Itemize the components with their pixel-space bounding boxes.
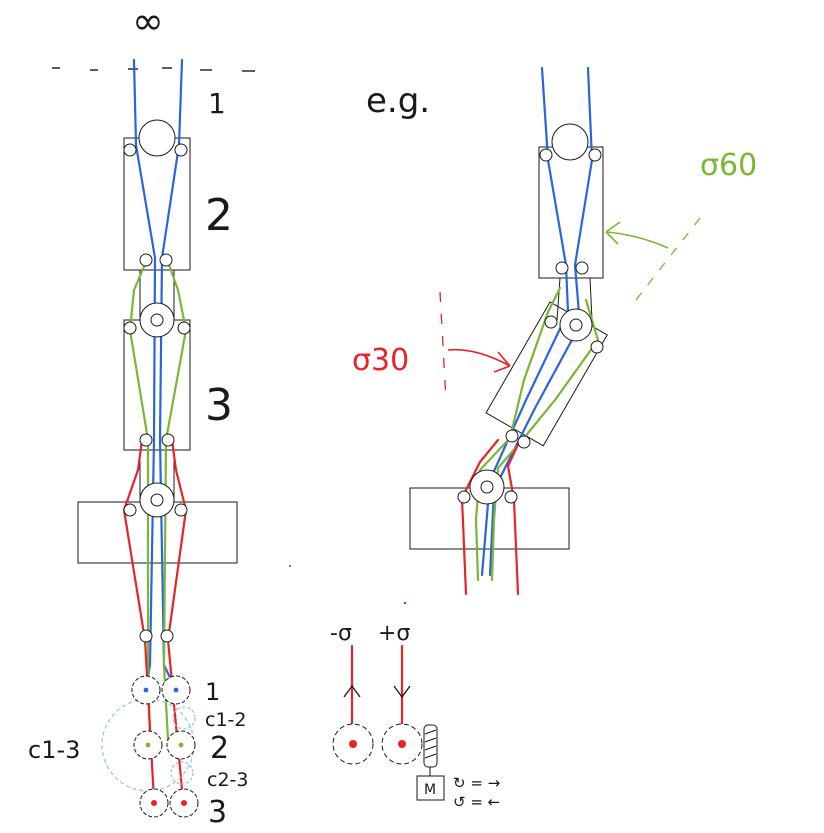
gear-2-right-hub: [178, 742, 184, 748]
link-segment-3: [123, 319, 191, 451]
segment-2-label: 2: [205, 190, 233, 241]
segment-3-label: 3: [205, 380, 233, 431]
joint-2-3-pulley-hub: [150, 313, 164, 327]
example-top-small-right: [588, 148, 602, 162]
blue-tendon-left: [132, 58, 157, 690]
example-base-small-left: [457, 490, 471, 504]
stray-dot-black: [289, 565, 291, 567]
blue-tendon-right: [158, 58, 184, 690]
angle-30-label: σ30: [352, 343, 409, 378]
base-small-left: [123, 503, 137, 517]
motor-box: [416, 775, 445, 801]
joint-3-small-left: [123, 321, 137, 335]
joint-3-small-right: [177, 321, 191, 335]
small-coupling-gear-c1-2: [172, 706, 196, 730]
down-arrow: [393, 685, 411, 699]
example-base-pulley-hub: [480, 480, 494, 494]
coupling-1-3-label: c1-3: [28, 736, 80, 764]
example-connector-left: [556, 277, 561, 321]
angle-30-arrow: [447, 348, 511, 373]
example-top-small-left: [539, 148, 553, 162]
base-small-right: [174, 503, 188, 517]
gear-2-left-hub: [145, 742, 151, 748]
example-top-pulley: [551, 123, 589, 161]
example-joint-lower-left: [544, 315, 558, 329]
minus-sigma-label: -σ: [330, 621, 352, 646]
top-pulley: [138, 119, 176, 157]
dashed-base-line: [52, 67, 255, 72]
small-coupling-gear-c2-3: [170, 761, 194, 785]
link-segment-2: [123, 137, 191, 271]
infinity-symbol: ∞: [132, 0, 164, 43]
angle-60-label: σ60: [700, 148, 757, 183]
example-joint-small-left: [555, 261, 569, 275]
worm-gear-threads: [424, 729, 437, 759]
gear-row-2-label: 2: [210, 731, 229, 766]
gear-1-left-hub: [143, 687, 149, 693]
example-joint-small-right: [575, 261, 589, 275]
guide-small-right: [160, 629, 174, 643]
example-base-small-right: [504, 490, 518, 504]
example-connector-right: [589, 277, 593, 321]
example-link-bottom-left: [505, 429, 519, 443]
rotation-ccw-rule: ↺ = ←: [453, 793, 500, 811]
angle-30-dashed-line: [439, 291, 447, 401]
direction-legend: -σ +σ M ↻ = → ↺ = ←: [289, 565, 500, 811]
up-arrow: [343, 684, 361, 698]
plus-sigma-label: +σ: [378, 621, 410, 646]
green-tendon-right: [162, 260, 188, 742]
gear-3-right-hub: [181, 800, 187, 806]
example-bent-arm: e.g. σ: [352, 66, 757, 596]
example-joint-pulley-hub: [569, 318, 583, 332]
example-red-tendon-right: [506, 438, 522, 596]
gear-3-left-hub: [151, 800, 157, 806]
gear-1-right-hub: [173, 687, 179, 693]
example-link-bottom-right: [517, 435, 531, 449]
base-pulley-hub: [150, 493, 164, 507]
gear-row-1-label: 1: [205, 678, 220, 706]
joint-3-bottom-right: [161, 433, 175, 447]
angle-60-arrow: [605, 221, 669, 249]
top-pulley-small-left: [123, 143, 137, 157]
stray-dot-blue: [403, 601, 407, 605]
gear-cluster: 1 c1-2 2 c1-3 c2-3 3: [28, 675, 248, 830]
joint-2-small-left: [139, 253, 153, 267]
example-joint-lower-right: [590, 340, 604, 354]
drive-gear-right-hub: [398, 740, 406, 748]
joint-2-small-right: [159, 253, 173, 267]
motor-label: M: [424, 782, 436, 798]
segment-1-label: 1: [208, 87, 226, 120]
drive-gear-left-hub: [349, 740, 357, 748]
example-label: e.g.: [366, 81, 430, 121]
gear-row-3-label: 3: [208, 795, 227, 830]
guide-small-left: [139, 629, 153, 643]
joint-3-bottom-left: [139, 433, 153, 447]
top-pulley-small-right: [174, 143, 188, 157]
coupling-2-3-label: c2-3: [207, 769, 248, 791]
coupling-1-2-label: c1-2: [205, 709, 246, 731]
rotation-cw-rule: ↻ = →: [453, 774, 500, 792]
angle-60-dashed-line: [631, 217, 701, 306]
